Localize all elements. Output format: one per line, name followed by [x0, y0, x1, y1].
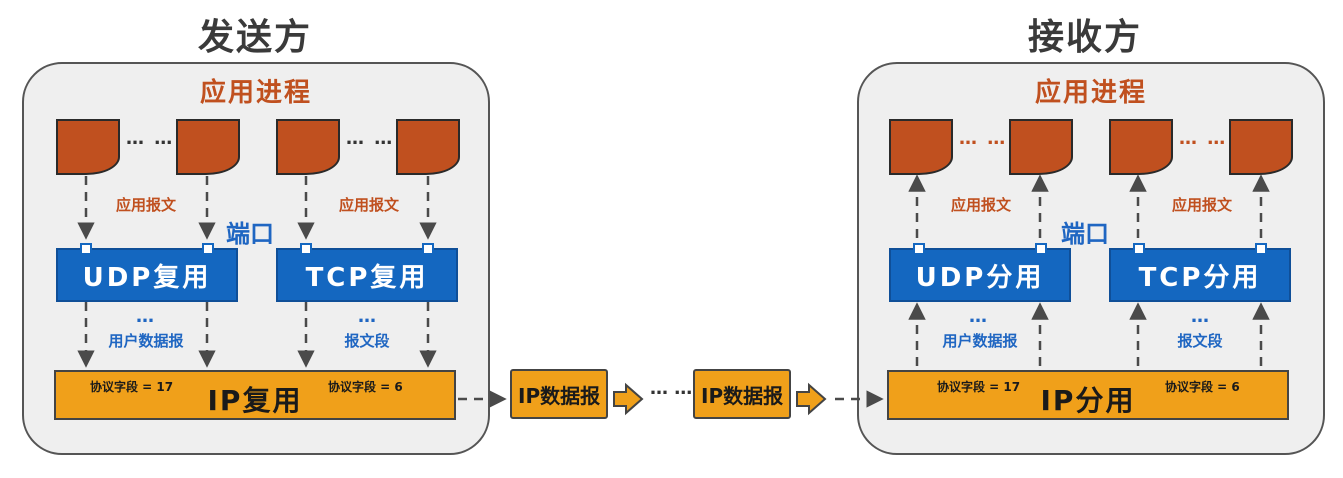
- sender-tcp-unit: 报文段: [344, 332, 390, 350]
- receiver-dots-tcp: … …: [1179, 128, 1228, 149]
- receiver-app-msg-tcp: 应用报文: [1171, 196, 1232, 214]
- sender-panel: 应用进程 … … … … 应用报文 应用报文 端口 UDP复用 TCP复用 … …: [22, 62, 490, 455]
- sender-udp-port-right: [202, 243, 214, 255]
- sender-udp-mux-label: UDP复用: [82, 262, 212, 293]
- receiver-app-doc-2: [1009, 119, 1073, 175]
- sender-dots-udp: … …: [126, 128, 175, 149]
- receiver-ip-demux: 协议字段 = 17 协议字段 = 6 IP分用: [887, 370, 1289, 420]
- receiver-tcp-demux-label: TCP分用: [1138, 262, 1262, 293]
- transit-dots: … …: [650, 378, 693, 399]
- sender-tcp-mux-label: TCP复用: [305, 262, 429, 293]
- receiver-proto-tcp: 协议字段 = 6: [1165, 380, 1240, 394]
- receiver-udp-port-left: [913, 243, 925, 255]
- ip-datagram-2: IP数据报: [693, 369, 792, 419]
- sender-process-title: 应用进程: [199, 78, 312, 108]
- sender-proto-udp: 协议字段 = 17: [90, 380, 174, 394]
- sender-app-doc-4: [396, 119, 460, 175]
- receiver-tcp-demux: TCP分用: [1109, 243, 1291, 302]
- sender-tcp-mux: TCP复用: [276, 243, 458, 302]
- sender-udp-mux: UDP复用: [56, 243, 238, 302]
- sender-proto-tcp: 协议字段 = 6: [328, 380, 403, 394]
- receiver-process-title: 应用进程: [1034, 78, 1147, 108]
- sender-dots-tcp: … …: [346, 128, 395, 149]
- receiver-app-msg-udp: 应用报文: [950, 196, 1011, 214]
- receiver-udp-demux: UDP分用: [889, 243, 1071, 302]
- sender-app-doc-3: [276, 119, 340, 175]
- receiver-panel: 应用进程 … … … … 应用报文 应用报文 端口 UDP分用 TCP分用 … …: [857, 62, 1325, 455]
- sender-tcp-port-left: [300, 243, 312, 255]
- receiver-tcp-unit: 报文段: [1177, 332, 1223, 350]
- receiver-udp-demux-label: UDP分用: [915, 262, 1045, 293]
- sender-udp-unit: 用户数据报: [108, 332, 184, 350]
- receiver-app-doc-1: [889, 119, 953, 175]
- receiver-tcp-port-left: [1133, 243, 1145, 255]
- sender-unit-dots-tcp: …: [358, 306, 378, 327]
- receiver-unit-dots-udp: …: [969, 306, 989, 327]
- sender-title: 发送方: [197, 17, 312, 58]
- receiver-ip-demux-label: IP分用: [1040, 384, 1136, 417]
- sender-udp-port-left: [80, 243, 92, 255]
- receiver-port-label: 端口: [1061, 220, 1109, 248]
- receiver-unit-dots-tcp: …: [1191, 306, 1211, 327]
- sender-app-msg-tcp: 应用报文: [338, 196, 399, 214]
- sender-ip-mux-label: IP复用: [207, 384, 303, 417]
- sender-tcp-port-right: [422, 243, 434, 255]
- receiver-tcp-port-right: [1255, 243, 1267, 255]
- receiver-app-doc-4: [1229, 119, 1293, 175]
- receiver-proto-udp: 协议字段 = 17: [937, 380, 1021, 394]
- receiver-dots-udp: … …: [959, 128, 1008, 149]
- sender-app-doc-1: [56, 119, 120, 175]
- sender-app-doc-2: [176, 119, 240, 175]
- receiver-title: 接收方: [1027, 17, 1142, 58]
- receiver-udp-port-right: [1035, 243, 1047, 255]
- receiver-udp-unit: 用户数据报: [942, 332, 1018, 350]
- sender-port-label: 端口: [226, 220, 274, 248]
- sender-app-msg-udp: 应用报文: [115, 196, 176, 214]
- ip-datagram-1: IP数据报: [510, 369, 609, 419]
- receiver-app-doc-3: [1109, 119, 1173, 175]
- sender-unit-dots-udp: …: [136, 306, 156, 327]
- sender-ip-mux: 协议字段 = 17 协议字段 = 6 IP复用: [54, 370, 456, 420]
